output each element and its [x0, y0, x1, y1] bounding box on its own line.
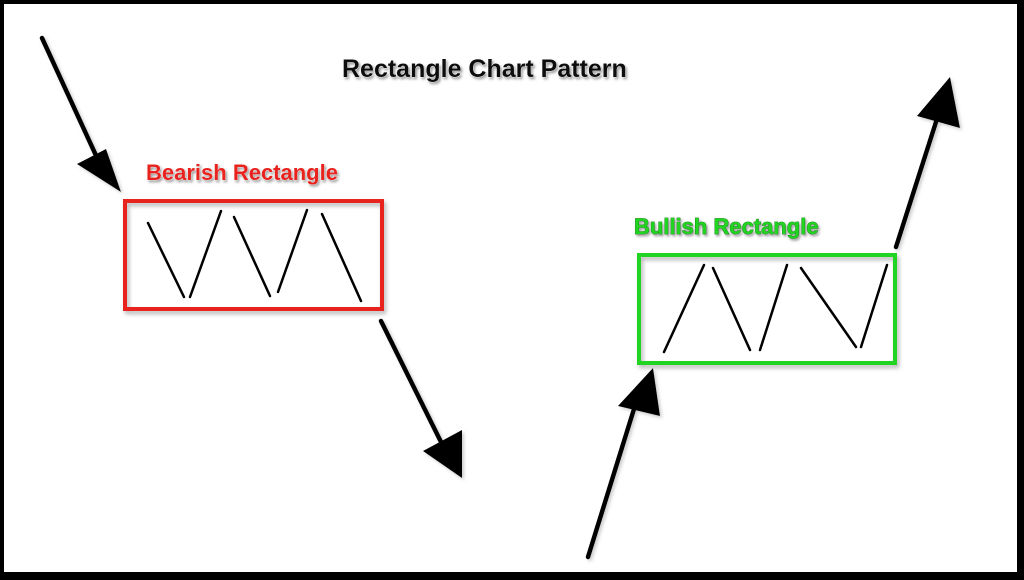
bullish-price-zigzag	[662, 263, 889, 354]
bearish-price-zigzag	[146, 208, 363, 303]
bearish-breakdown-arrow-icon	[378, 318, 462, 478]
bearish-label: Bearish Rectangle	[146, 160, 338, 185]
diagram-svg: Rectangle Chart Pattern Bearish Rectangl…	[39, 35, 960, 560]
page-title: Rectangle Chart Pattern	[342, 55, 627, 83]
bullish-rectangle-box	[637, 253, 897, 365]
bullish-breakout-arrow-icon	[893, 77, 960, 250]
bearish-entry-arrow-icon	[39, 35, 121, 192]
bullish-entry-arrow-icon	[585, 368, 660, 560]
diagram-canvas: Rectangle Chart Pattern Bearish Rectangl…	[4, 4, 1017, 572]
bullish-label: Bullish Rectangle	[634, 214, 819, 239]
bearish-rectangle-box	[123, 199, 384, 311]
